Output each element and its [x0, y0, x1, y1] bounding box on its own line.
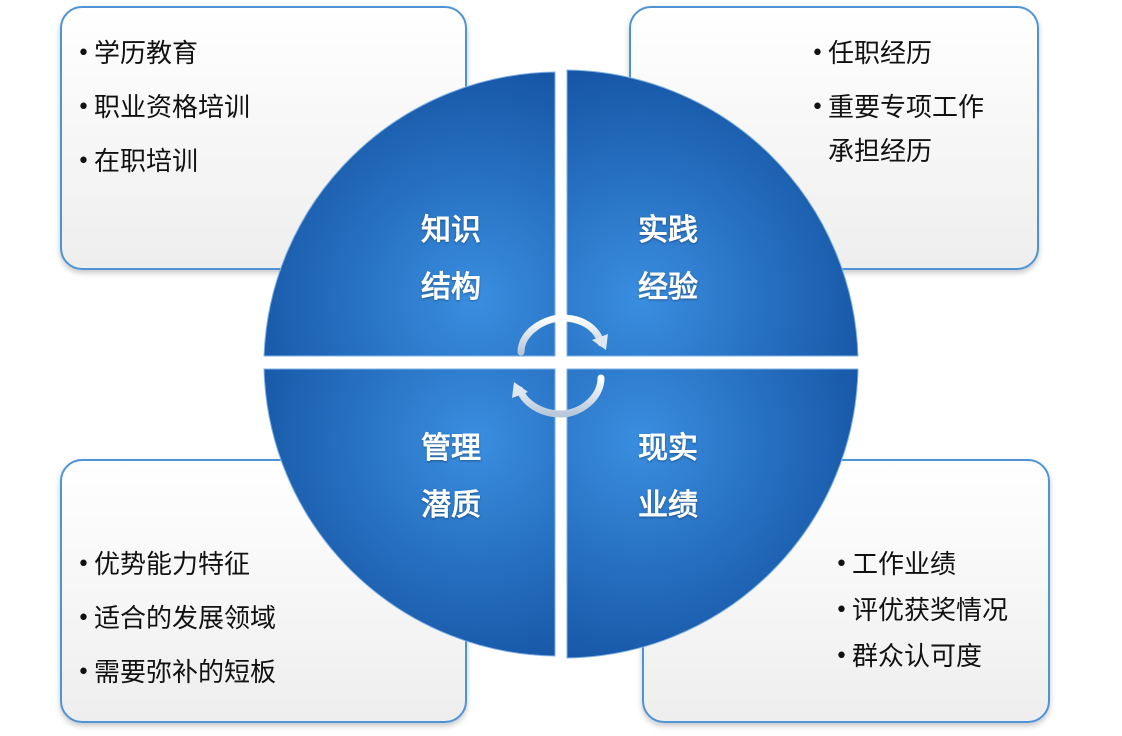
list-item-text: 优势能力特征: [94, 550, 251, 580]
label-line-1: 实践: [638, 213, 698, 248]
quadrant-label-potential: 管理 潜质: [401, 420, 501, 534]
list-item-text: 学历教育: [94, 39, 199, 69]
list-item: •工作业绩: [835, 542, 1008, 588]
label-line-1: 现实: [638, 431, 698, 466]
list-item: •在职培训: [77, 135, 250, 189]
list-item-text: 评优获奖情况: [852, 596, 1009, 626]
list-item: •职业资格培训: [77, 81, 251, 135]
cycle-arrows-icon: [512, 314, 608, 418]
list-item-text: 在职培训: [94, 147, 199, 177]
list-item-text: 任职经历: [828, 39, 933, 69]
list-item-text: 工作业绩: [852, 550, 957, 580]
list-item: •评优获奖情况: [835, 588, 1009, 634]
list-item: •需要弥补的短板: [77, 646, 277, 700]
label-line-2: 经验: [638, 270, 698, 305]
label-line-1: 知识: [421, 213, 481, 248]
quadrant-top-left: [263, 71, 556, 357]
card-potential-list: •优势能力特征 •适合的发展领域 •需要弥补的短板: [77, 538, 277, 700]
quadrant-label-knowledge: 知识 结构: [401, 202, 501, 316]
quadrant-label-performance: 现实 业绩: [618, 420, 718, 534]
quadrant-bottom-left: [263, 368, 556, 657]
bullet-dot: •: [835, 644, 848, 669]
bullet-dot: •: [77, 149, 90, 174]
card-experience-list: •任职经历 •重要专项工作承担经历: [811, 27, 1008, 174]
label-line-1: 管理: [421, 431, 481, 466]
bullet-dot: •: [77, 606, 90, 631]
bullet-dot: •: [811, 41, 824, 66]
list-item: •群众认可度: [835, 634, 1008, 680]
bullet-dot: •: [77, 660, 90, 685]
list-item-text: 群众认可度: [852, 642, 983, 672]
card-knowledge-list: •学历教育 •职业资格培训 •在职培训: [77, 27, 251, 189]
bullet-dot: •: [77, 95, 90, 120]
list-item: •重要专项工作承担经历: [811, 86, 1008, 174]
list-item: •任职经历: [811, 27, 1008, 81]
quadrant-bottom-right: [566, 368, 859, 659]
quadrant-label-experience: 实践 经验: [618, 202, 718, 316]
bullet-dot: •: [835, 552, 848, 577]
bullet-dot: •: [77, 41, 90, 66]
label-line-2: 结构: [421, 270, 481, 305]
list-item-text: 职业资格培训: [94, 93, 251, 123]
label-line-2: 业绩: [638, 488, 698, 523]
list-item: •学历教育: [77, 27, 250, 81]
quadrant-top-right: [566, 69, 859, 357]
bullet-dot: •: [77, 552, 90, 577]
list-item-text: 需要弥补的短板: [94, 658, 277, 688]
label-line-2: 潜质: [421, 488, 481, 523]
list-item-text: 重要专项工作承担经历: [828, 93, 985, 167]
card-performance-list: •工作业绩 •评优获奖情况 •群众认可度: [835, 542, 1009, 680]
list-item: •优势能力特征: [77, 538, 276, 592]
list-item-text: 适合的发展领域: [94, 604, 277, 634]
bullet-dot: •: [811, 95, 824, 120]
bullet-dot: •: [835, 598, 848, 623]
list-item: •适合的发展领域: [77, 592, 277, 646]
